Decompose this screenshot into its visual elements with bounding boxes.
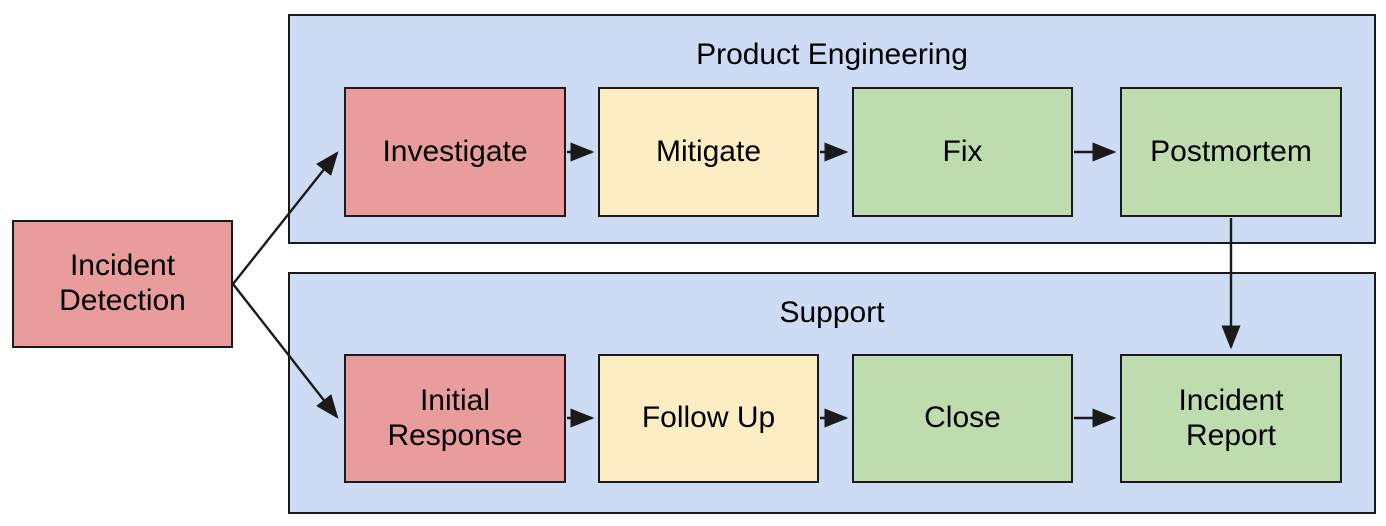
node-label-line: Follow Up [641,401,776,435]
node-investigate[interactable]: Investigate [344,87,566,217]
group-title-support: Support [779,296,885,329]
node-postmortem[interactable]: Postmortem [1120,87,1342,217]
node-label-line: Incident [1178,383,1284,417]
node-initial-response[interactable]: Initial Response [344,354,566,483]
node-label-line: Mitigate [655,134,762,168]
node-close[interactable]: Close [852,354,1073,483]
group-title-product-engineering: Product Engineering [696,38,968,71]
node-label-line: Postmortem [1150,134,1312,168]
node-label-line: Incident [69,249,176,283]
node-incident-detection[interactable]: Incident Detection [12,220,233,348]
node-label-line: Initial [419,383,491,417]
node-incident-report[interactable]: Incident Report [1120,354,1342,483]
node-label-line: Investigate [382,134,528,168]
node-label-line: Response [387,418,523,452]
node-label-line: Report [1185,418,1277,452]
node-fix[interactable]: Fix [852,87,1073,217]
node-label-line: Detection [59,284,186,317]
node-follow-up[interactable]: Follow Up [598,354,819,483]
node-label-line: Fix [942,134,983,168]
node-mitigate[interactable]: Mitigate [598,87,819,217]
node-label-line: Close [924,401,1001,435]
